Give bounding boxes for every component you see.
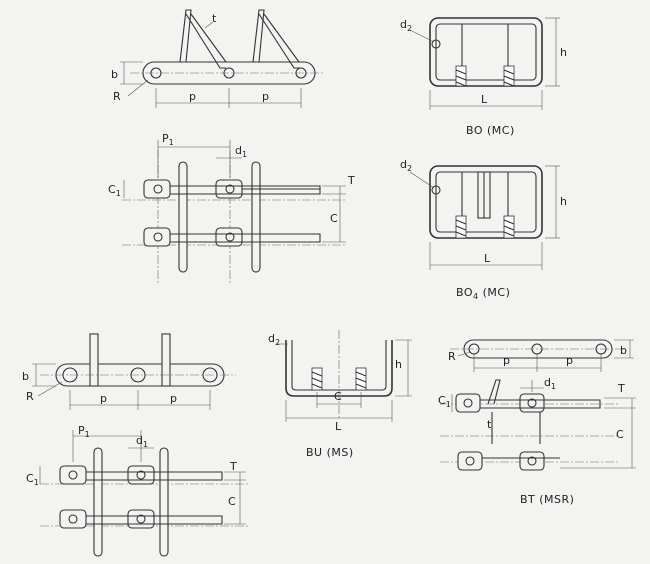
caption-bu: BU (MS) [306,446,354,459]
label-T-bu: T [229,460,237,473]
label-h-bo: h [560,46,567,59]
label-P1: P1 [162,132,174,147]
label-C-bu-front: C [334,390,342,403]
label-d1-bt: d1 [544,376,556,391]
label-L-bo: L [481,93,488,106]
label-p-bt-1: p [503,354,510,367]
bt-side-view: R p p b [448,339,634,372]
label-L-bo4: L [484,252,491,265]
label-b-bu: b [22,370,29,383]
label-C1: C1 [108,183,121,198]
label-L-bu: L [335,420,342,433]
label-R: R [113,90,121,103]
caption-bo: BO (MC) [466,124,515,137]
label-t: t [212,12,217,25]
bo-side-view: b R p p t [111,9,325,108]
label-C1-bu: C1 [26,472,39,487]
label-C1-bt: C1 [438,394,451,409]
label-T: T [347,174,355,187]
label-C-bt: C [616,428,624,441]
label-C: C [330,212,338,225]
label-R-bu: R [26,390,34,403]
label-p-bt-2: p [566,354,573,367]
bo4-front-view: d2 h L BO4 (MC) [400,158,567,301]
label-h-bo4: h [560,195,567,208]
bo-front-view: d2 h L BO (MC) [400,17,567,137]
label-b-bt: b [620,344,627,357]
label-T-bt: T [617,382,625,395]
label-p-1: p [189,90,196,103]
bo-plan-view: P1 d1 C1 C T [108,132,355,285]
label-d1: d1 [235,144,247,159]
bu-front-view: d2 h C L BU (MS) [268,330,412,459]
caption-bo4: BO4 (MC) [456,286,510,301]
label-P1-bu: P1 [78,424,90,439]
bu-plan-view: P1 d1 C1 C T [26,424,250,557]
label-h-bu: h [395,358,402,371]
label-d2-bo: d2 [400,18,412,33]
label-d2-bo4: d2 [400,158,412,173]
caption-bt: BT (MSR) [520,493,574,506]
label-R-bt: R [448,350,456,363]
label-p-2: p [262,90,269,103]
bu-side-view: b R p p [22,333,236,410]
label-t-bt: t [487,418,492,431]
bt-plan-view: d1 C1 t C T BT (MSR) [438,376,636,506]
label-p-bu-1: p [100,392,107,405]
label-p-bu-2: p [170,392,177,405]
label-b: b [111,68,118,81]
label-d1-bu: d1 [136,434,148,449]
label-C-bu: C [228,495,236,508]
label-d2-bu: d2 [268,332,280,347]
